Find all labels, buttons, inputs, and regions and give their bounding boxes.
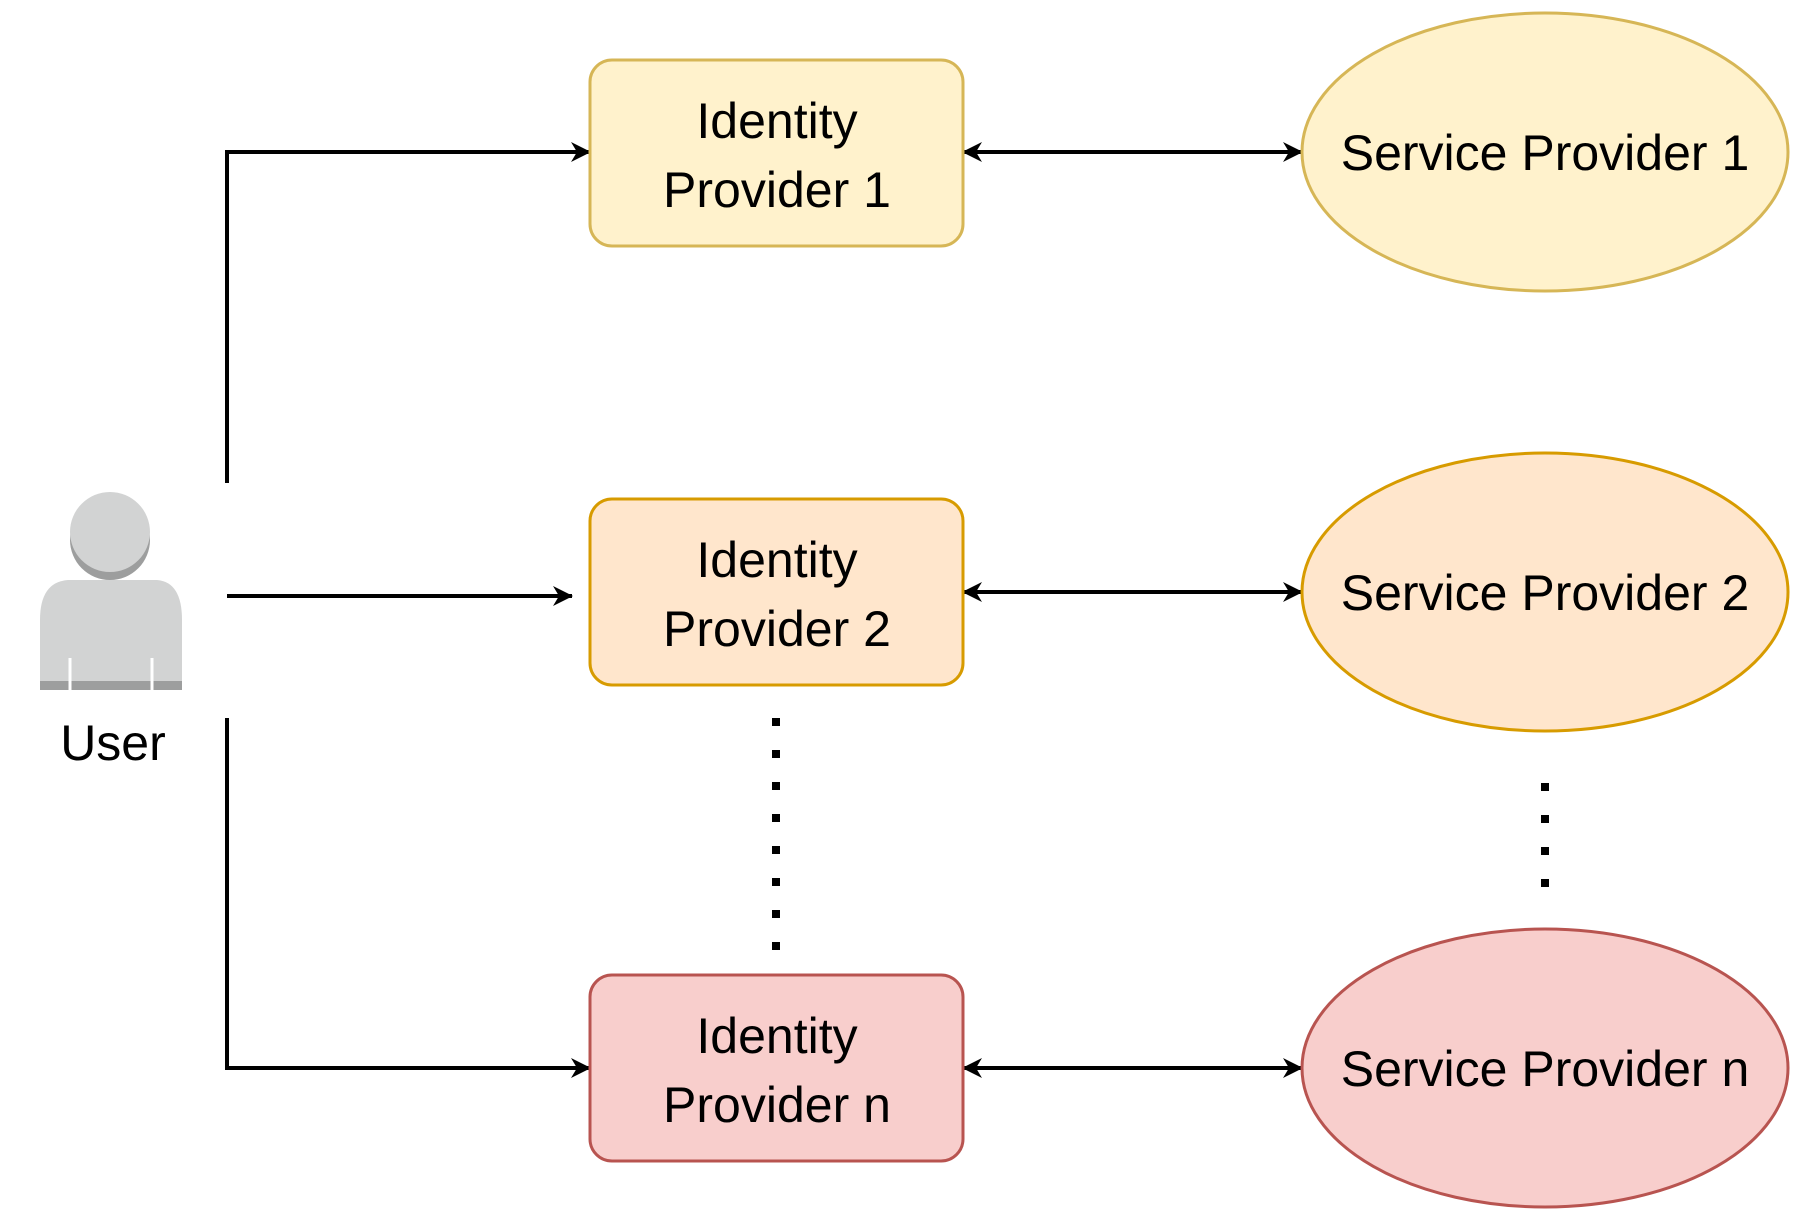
identity-provider-1-box — [588, 58, 965, 248]
edge-user-to-idp-n — [225, 718, 591, 1078]
user-icon — [40, 492, 182, 690]
identity-provider-1: Identity Provider 1 — [588, 58, 965, 248]
identity-provider-2: Identity Provider 2 — [588, 497, 965, 687]
identity-provider-n-box — [588, 973, 965, 1163]
user-icon-head — [70, 492, 150, 572]
service-provider-n-ellipse — [1300, 927, 1790, 1209]
identity-provider-1-label-line2: Provider 1 — [663, 162, 891, 218]
service-provider-2: Service Provider 2 — [1300, 451, 1790, 733]
user-label: User — [60, 715, 166, 771]
identity-provider-1-label-line1: Identity — [696, 93, 857, 149]
user-icon-body — [40, 580, 182, 690]
service-provider-n: Service Provider n — [1300, 927, 1790, 1209]
identity-provider-n-label-line1: Identity — [696, 1008, 857, 1064]
identity-provider-n: Identity Provider n — [588, 973, 965, 1163]
service-provider-2-ellipse — [1300, 451, 1790, 733]
service-provider-1-label: Service Provider 1 — [1341, 125, 1750, 181]
user-icon-base-shade — [40, 681, 182, 690]
service-provider-1: Service Provider 1 — [1300, 11, 1790, 293]
identity-provider-2-label-line1: Identity — [696, 532, 857, 588]
edge-user-to-idp-1 — [225, 142, 591, 483]
service-provider-2-label: Service Provider 2 — [1341, 565, 1750, 621]
identity-provider-n-label-line2: Provider n — [663, 1077, 891, 1133]
identity-provider-2-box — [588, 497, 965, 687]
service-provider-n-label: Service Provider n — [1341, 1041, 1750, 1097]
service-provider-1-ellipse — [1300, 11, 1790, 293]
identity-provider-2-label-line2: Provider 2 — [663, 601, 891, 657]
